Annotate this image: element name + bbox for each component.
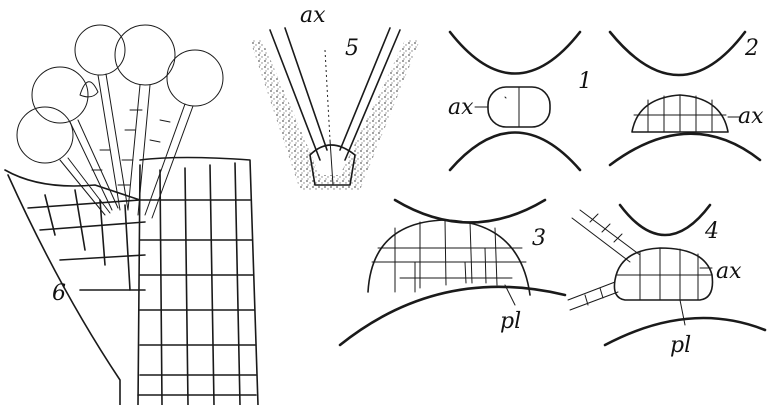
main-stem: [138, 158, 258, 405]
left-frond: [5, 170, 145, 405]
panel-6-drawing: 6: [5, 25, 258, 405]
panel-1-number: 1: [578, 69, 592, 94]
spore-heads: [17, 25, 223, 163]
panel-2-drawing: ax 2: [610, 32, 764, 165]
panel-5-label-ax: ax: [300, 3, 326, 28]
panel-1-label-ax: ax: [448, 95, 474, 120]
panel-2-number: 2: [744, 36, 759, 61]
panel-6-number: 6: [52, 281, 66, 306]
panel-1-drawing: ax 1: [448, 32, 592, 170]
panel-5-number: 5: [345, 36, 359, 61]
panel-4-drawing: ax pl 4: [568, 205, 765, 358]
panel-4-label-pl: pl: [670, 333, 691, 358]
panel-4-number: 4: [704, 219, 719, 244]
panel-2-label-ax: ax: [738, 104, 764, 129]
panel-3-number: 3: [532, 226, 546, 251]
panel-4-label-ax: ax: [716, 259, 742, 284]
panel-3-drawing: pl 3: [340, 200, 565, 345]
panel-5-drawing: ax 5: [250, 3, 420, 190]
panel-3-label-pl: pl: [500, 309, 521, 334]
